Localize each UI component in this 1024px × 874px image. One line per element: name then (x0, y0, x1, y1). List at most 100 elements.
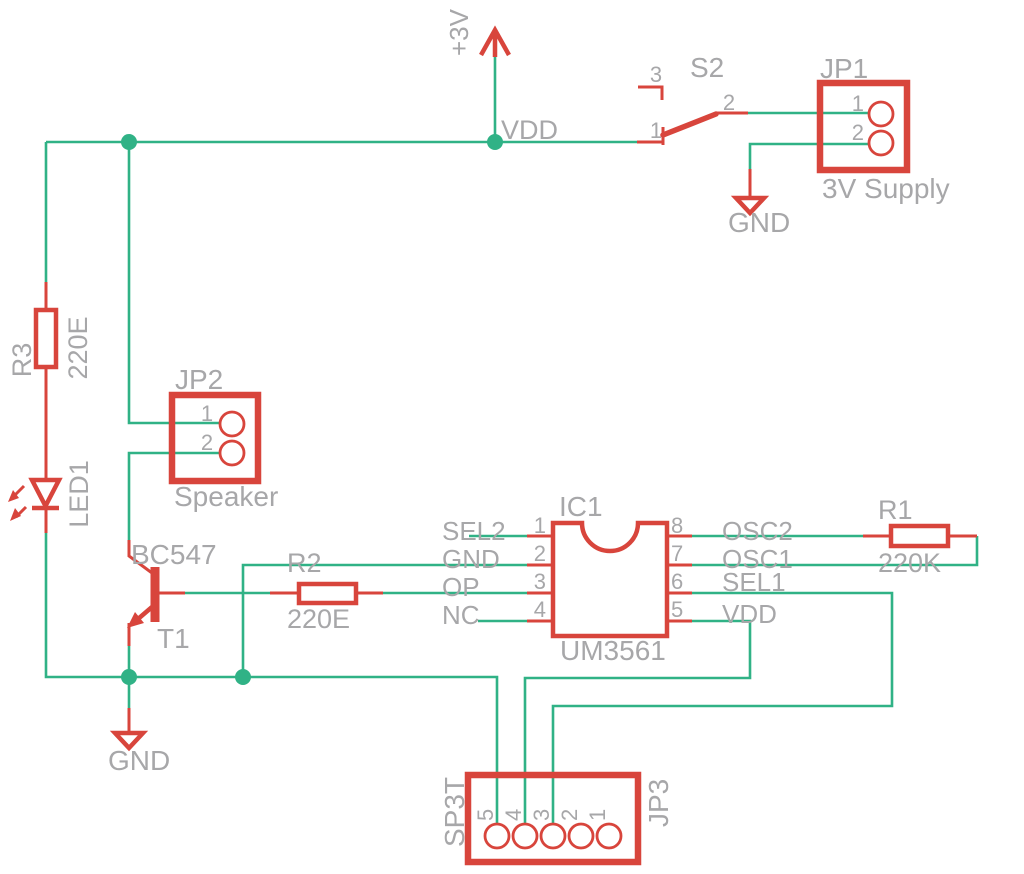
t1-emitter-lead (136, 605, 154, 621)
r3-value-label: 220E (63, 316, 93, 379)
connector-jp1: JP1 1 2 3V Supply (816, 53, 950, 204)
ic1-pin3-name: OP (442, 572, 480, 602)
gnd-symbol-bottom: GND (108, 708, 170, 776)
t1-ref-label: T1 (157, 623, 190, 654)
plus3v-arrow-icon (479, 25, 511, 57)
ic1-pin6-number: 6 (671, 569, 683, 594)
ic1-pin4-number: 4 (534, 597, 546, 622)
jp1-pin2-number: 2 (852, 120, 864, 145)
r3-ref-label: R3 (7, 343, 37, 378)
junction-vdd-center (487, 134, 503, 150)
r1-body (888, 523, 951, 549)
resistor-r1: R1 220K (863, 495, 977, 578)
jp3-ref-label: JP3 (643, 779, 674, 827)
r3-body (33, 307, 59, 370)
ic1-value-label: UM3561 (560, 635, 666, 666)
jp3-pin4-pad (511, 822, 539, 850)
wire-sel1-to-jp3-pin3 (551, 591, 894, 824)
ic1-ref-label: IC1 (559, 491, 603, 522)
plus3v-supply-symbol: +3V (444, 8, 511, 57)
r2-ref-label: R2 (287, 548, 322, 578)
led1-light-arrowhead-1 (8, 490, 19, 502)
jp2-pin2-pad (218, 439, 246, 467)
ic1-left-pin-stubs (527, 534, 553, 623)
wire-ic-gnd-to-rail (241, 563, 527, 677)
junction-gnd-left (121, 669, 137, 685)
led-led1: LED1 (8, 460, 94, 533)
resistor-r3: R3 220E (7, 282, 93, 480)
ic1-right-pin-stubs (667, 534, 692, 623)
jp3-pin1-pad (595, 822, 623, 850)
transistor-t1: BC547 T1 (127, 539, 217, 654)
connector-jp3: 5 4 3 2 1 SP3T JP3 (439, 771, 674, 866)
ic1-pin7-name: OSC1 (722, 544, 793, 574)
junction-vdd-left (121, 134, 137, 150)
jp1-value-label: 3V Supply (822, 173, 950, 204)
jp3-value-label: SP3T (439, 777, 470, 847)
resistor-r2: R2 220E (270, 548, 383, 634)
jp3-pin2-number: 2 (557, 809, 582, 821)
ic1-pin4-name: NC (442, 600, 480, 630)
jp3-pin3-number: 3 (529, 809, 554, 821)
ic1-pin2-number: 2 (534, 541, 546, 566)
gnd-symbol-top: GND (728, 169, 790, 238)
jp1-pin1-pad (867, 100, 895, 128)
net-wires (44, 57, 979, 824)
s2-pin3-number: 3 (650, 62, 662, 87)
t1-value-label: BC547 (131, 539, 217, 570)
jp2-value-label: Speaker (174, 481, 278, 512)
jp3-pin3-pad (539, 822, 567, 850)
wire-led-to-gnd-rail (44, 533, 499, 824)
jp1-ref-label: JP1 (820, 53, 868, 84)
jp1-pin2-pad (867, 129, 895, 157)
jp2-ref-label: JP2 (175, 364, 223, 395)
jp3-outline (464, 771, 642, 866)
gnd-top-triangle-icon (730, 195, 770, 217)
r1-value-label: 220K (878, 548, 941, 578)
led1-light-arrowhead-2 (10, 508, 21, 521)
ic1-pin3-number: 3 (534, 569, 546, 594)
r1-ref-label: R1 (878, 495, 913, 525)
ic-ic1-um3561: IC1 UM3561 SEL2 GND OP NC 1 2 3 4 8 7 6 … (442, 491, 793, 666)
jp2-pin1-pad (218, 410, 246, 438)
ic1-pin1-name: SEL2 (442, 516, 506, 546)
r2-value-label: 220E (287, 604, 350, 634)
s2-lever (660, 111, 719, 138)
jp3-pin2-pad (567, 822, 595, 850)
wire-vdd-to-jp2-pin1 (127, 142, 221, 425)
gnd-top-label: GND (728, 207, 790, 238)
t1-emitter-arrowhead (127, 612, 144, 628)
wire-jp1-pin2-to-gnd (748, 142, 869, 169)
gnd-bottom-triangle-icon (109, 730, 149, 752)
ic1-pin8-name: OSC2 (722, 516, 793, 546)
t1-base-bar (150, 567, 160, 622)
ic1-pin5-name: VDD (722, 599, 777, 629)
wire-r1-to-osc1 (692, 536, 979, 567)
jp2-pin2-number: 2 (201, 430, 213, 455)
vdd-net-label: VDD (501, 115, 558, 145)
led1-triangle (28, 477, 63, 511)
jp1-pin1-number: 1 (852, 91, 864, 116)
jp3-pin5-pad (483, 822, 511, 850)
s2-ref-label: S2 (690, 52, 724, 83)
ic1-outline (550, 520, 670, 639)
wire-vdd-pin-to-jp3-pin4 (523, 619, 752, 824)
jp2-pin1-number: 1 (201, 401, 213, 426)
s2-pin3-contact (638, 85, 664, 100)
gnd-bottom-label: GND (108, 745, 170, 776)
t1-collector-lead (127, 540, 153, 575)
ic1-pin5-number: 5 (671, 597, 683, 622)
ic1-pin2-name: GND (442, 544, 500, 574)
ic1-pin6-name: SEL1 (722, 567, 786, 597)
jp1-outline (816, 79, 911, 174)
s2-pin2-number: 2 (723, 90, 735, 115)
led1-ref-label: LED1 (64, 460, 94, 528)
s2-pin1-number: 1 (650, 118, 662, 143)
connector-jp2: JP2 1 2 Speaker (168, 364, 278, 512)
jp3-pin5-number: 5 (473, 809, 498, 821)
ic1-pin8-number: 8 (671, 513, 683, 538)
wire-jp2-pin2-to-collector (127, 451, 221, 540)
plus3v-label: +3V (444, 8, 474, 56)
